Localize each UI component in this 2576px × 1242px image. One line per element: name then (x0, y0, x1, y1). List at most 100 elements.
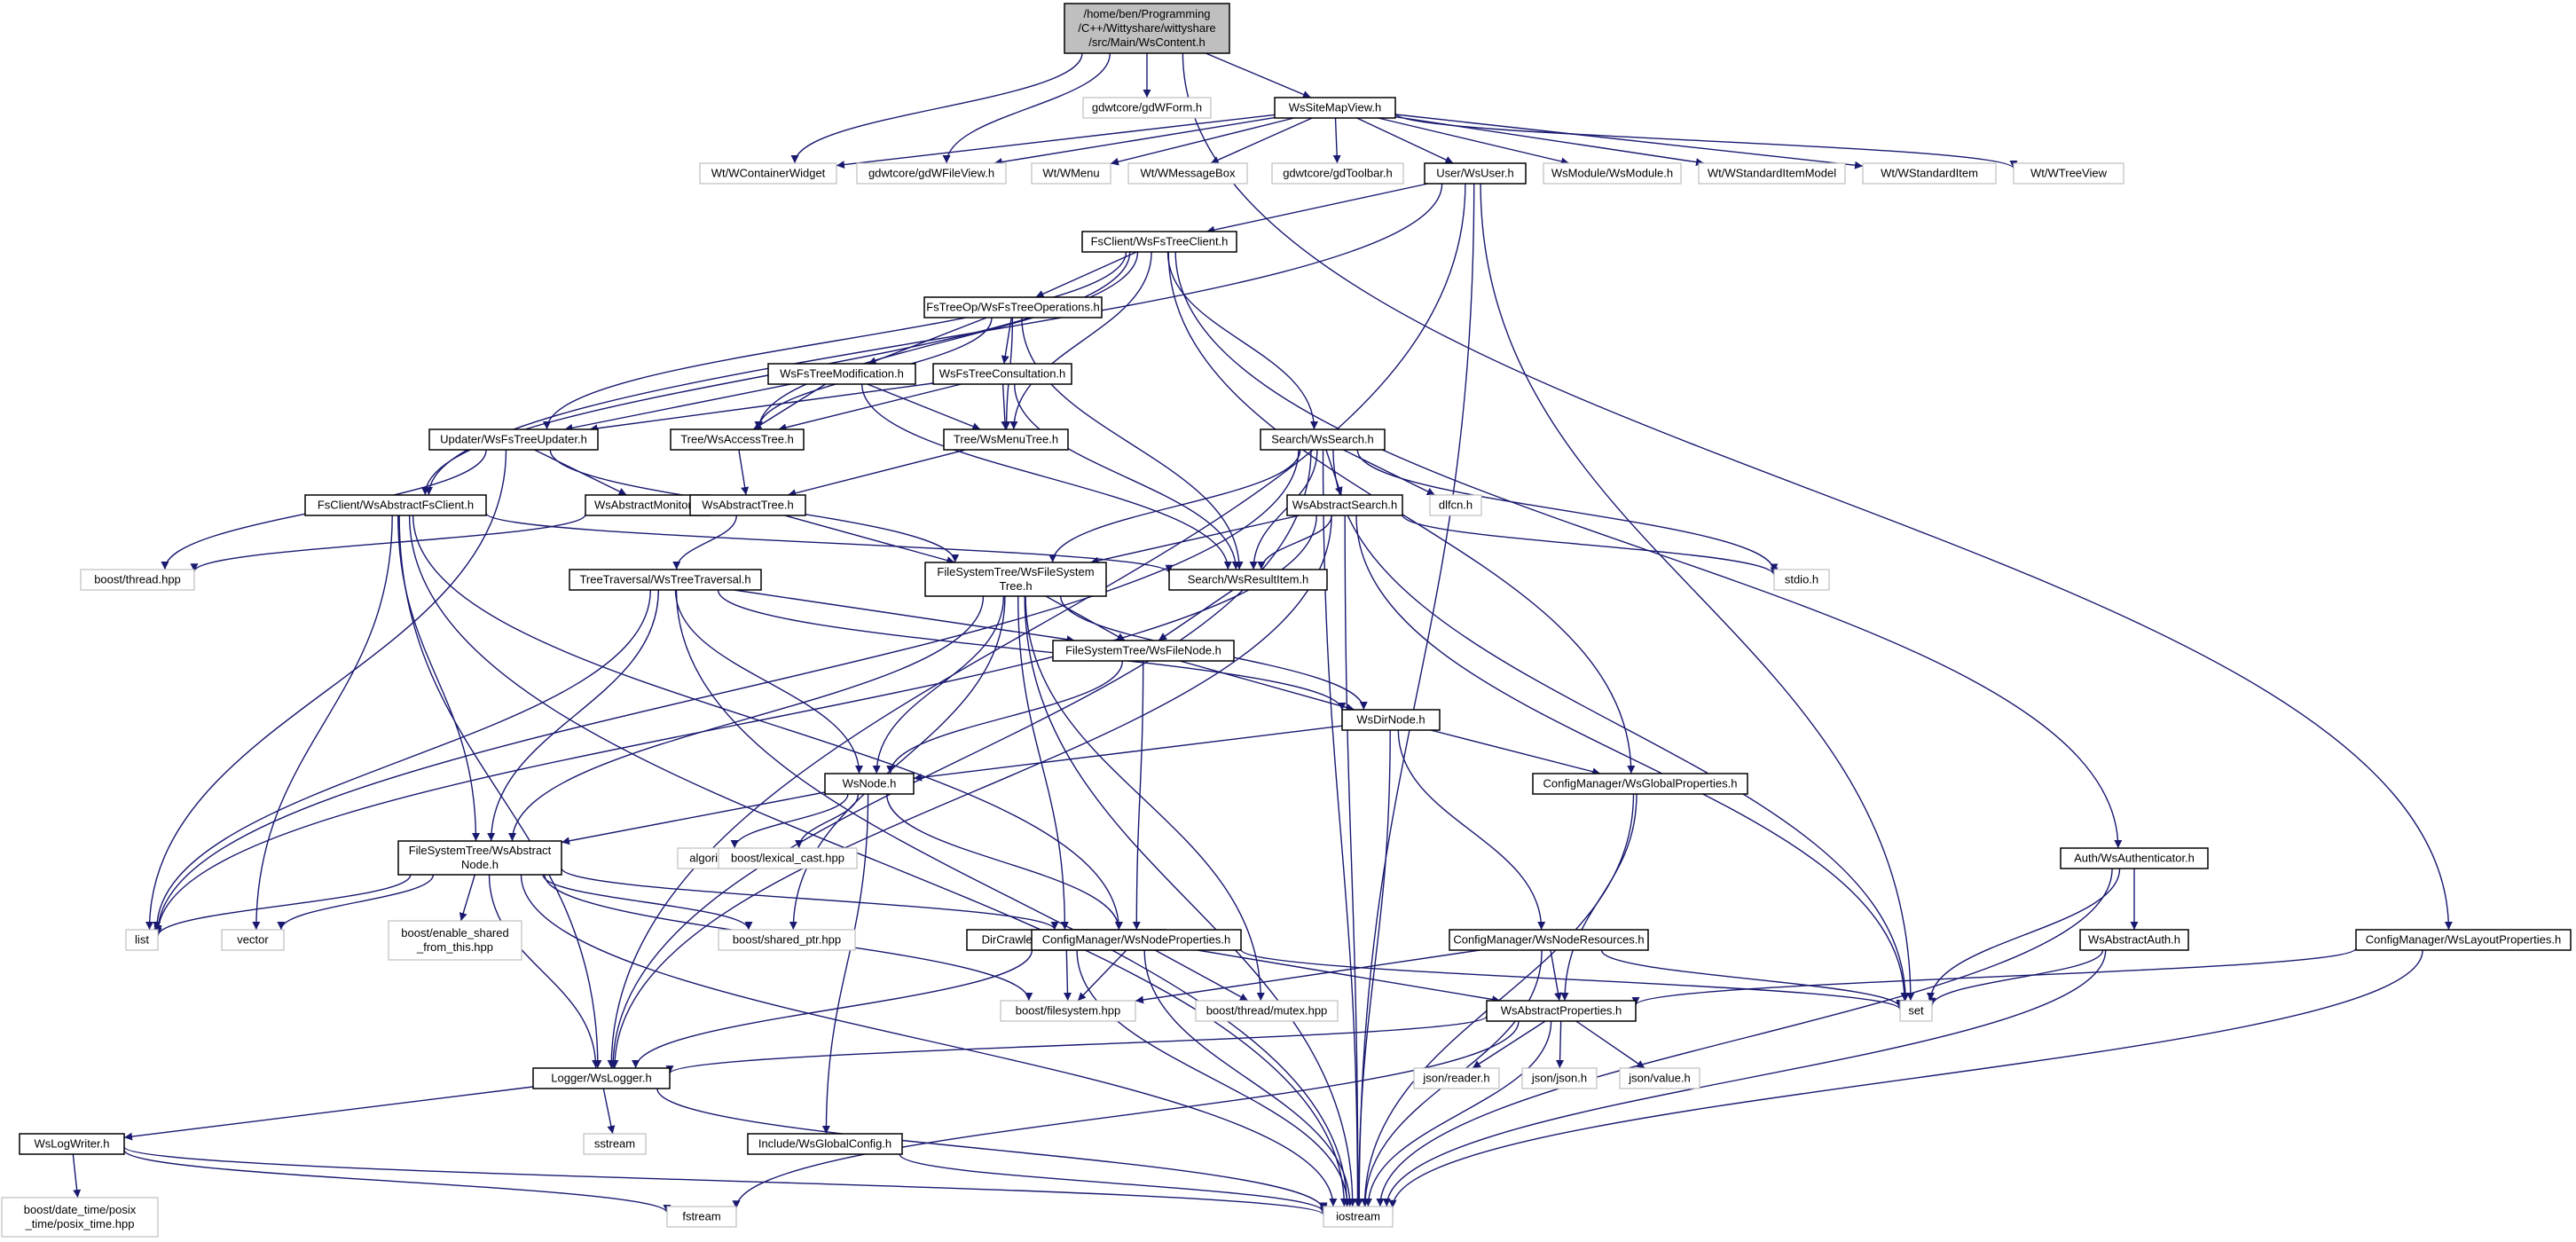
node-abstree[interactable]: WsAbstractTree.h (689, 494, 806, 516)
edge-menutree-to-abstree (788, 449, 966, 498)
node-accesstree[interactable]: Tree/WsAccessTree.h (670, 428, 805, 451)
edge-abssearch-to-fstree (1090, 515, 1300, 565)
node-wsuser[interactable]: User/WsUser.h (1424, 162, 1527, 185)
node-box-wmessagebox (1127, 162, 1248, 185)
node-enableshared[interactable]: boost/enable_shared_from_this.hpp (388, 920, 522, 961)
node-boostthread[interactable]: boost/thread.hpp (80, 569, 195, 591)
edge-fstreecons-to-resultitem (1014, 383, 1240, 570)
edge-nodeprops-to-mutex (1154, 949, 1249, 1002)
edge-filenode-to-dirnode (1179, 660, 1355, 711)
edge-fstreecons-to-menutree (1001, 383, 1009, 430)
node-fstream[interactable]: fstream (666, 1206, 737, 1228)
node-dlfcn[interactable]: dlfcn.h (1429, 494, 1482, 516)
node-absauth[interactable]: WsAbstractAuth.h (2079, 929, 2189, 951)
node-label: WsAbstractSearch.h (1292, 499, 1398, 512)
node-wstditemmodel[interactable]: Wt/WStandardItemModel (1698, 162, 1846, 185)
node-label: dlfcn.h (1439, 499, 1473, 512)
node-menutree[interactable]: Tree/WsMenuTree.h (943, 428, 1069, 451)
node-jsonvalue[interactable]: json/value.h (1619, 1067, 1700, 1089)
node-box-search (1260, 428, 1386, 451)
node-label: gdwtcore/gdToolbar.h (1283, 167, 1393, 180)
node-globalconfig[interactable]: Include/WsGlobalConfig.h (747, 1133, 903, 1155)
node-jsonreader[interactable]: json/reader.h (1413, 1067, 1500, 1089)
node-list[interactable]: list (125, 929, 159, 951)
node-wtreeview[interactable]: Wt/WTreeView (2013, 162, 2124, 185)
node-wstditem[interactable]: Wt/WStandardItem (1862, 162, 1997, 185)
node-wsnode[interactable]: WsNode.h (824, 773, 915, 795)
node-logger[interactable]: Logger/WsLogger.h (532, 1067, 671, 1089)
edge-fstreeclient-to-fstreeops (1035, 251, 1137, 298)
node-fstreecons[interactable]: WsFsTreeConsultation.h (932, 363, 1072, 385)
node-lexcast[interactable]: boost/lexical_cast.hpp (718, 847, 858, 869)
node-box-sharedptr (718, 929, 856, 951)
node-absmonitor[interactable]: WsAbstractMonitor.h (585, 494, 711, 516)
node-nodeprops[interactable]: ConfigManager/WsNodeProperties.h (1031, 929, 1242, 951)
edge-absauth-to-iostream (1382, 949, 2107, 1207)
edge-fstreecons-to-accesstree (778, 383, 962, 432)
node-resultitem[interactable]: Search/WsResultItem.h (1168, 569, 1328, 591)
node-label: Updater/WsFsTreeUpdater.h (440, 433, 587, 446)
node-wsmodule[interactable]: WsModule/WsModule.h (1543, 162, 1682, 185)
node-layoutprops[interactable]: ConfigManager/WsLayoutProperties.h (2355, 929, 2572, 951)
node-sharedptr[interactable]: boost/shared_ptr.hpp (718, 929, 856, 951)
node-box-jsonvalue (1619, 1067, 1700, 1089)
node-label: boost/shared_ptr.hpp (733, 933, 841, 947)
node-search[interactable]: Search/WsSearch.h (1260, 428, 1386, 451)
node-mutex[interactable]: boost/thread/mutex.hpp (1195, 1000, 1339, 1022)
node-root[interactable]: /home/ben/Programming/C++/Wittyshare/wit… (1064, 3, 1230, 54)
node-gdtoolbar[interactable]: gdwtcore/gdToolbar.h (1271, 162, 1404, 185)
edge-fstree-to-wsnode (872, 595, 1005, 774)
edge-absnode-to-enableshared (459, 874, 475, 922)
edge-fstreeclient-to-accesstree (755, 251, 1139, 430)
node-gdwfileview[interactable]: gdwtcore/gdWFileView.h (856, 162, 1007, 185)
node-fstreemod[interactable]: WsFsTreeModification.h (767, 363, 916, 385)
node-logwriter[interactable]: WsLogWriter.h (19, 1133, 125, 1155)
edge-abstree-to-fstree (784, 515, 955, 564)
node-stdio[interactable]: stdio.h (1773, 569, 1830, 591)
node-iostream[interactable]: iostream (1323, 1206, 1394, 1228)
node-box-gdwform (1082, 97, 1212, 119)
node-posixtime[interactable]: boost/date_time/posix_time/posix_time.hp… (1, 1197, 159, 1238)
node-jsonjson[interactable]: json/json.h (1521, 1067, 1598, 1089)
node-dirnode[interactable]: WsDirNode.h (1341, 709, 1441, 731)
node-authenticator[interactable]: Auth/WsAuthenticator.h (2060, 847, 2209, 869)
edge-abssearch-to-set (1355, 515, 1909, 1002)
node-filenode[interactable]: FileSystemTree/WsFileNode.h (1052, 640, 1235, 662)
node-boostfs[interactable]: boost/filesystem.hpp (1000, 1000, 1136, 1022)
edge-absprops-to-logger (665, 1015, 1488, 1074)
node-globalprops[interactable]: ConfigManager/WsGlobalProperties.h (1532, 773, 1748, 795)
node-updater[interactable]: Updater/WsFsTreeUpdater.h (428, 428, 599, 451)
edge-absfsclient-to-resultitem (485, 512, 1174, 574)
node-fstreeclient[interactable]: FsClient/WsFsTreeClient.h (1081, 231, 1237, 253)
node-label: ConfigManager/WsLayoutProperties.h (2366, 933, 2561, 947)
node-label: Include/WsGlobalConfig.h (758, 1137, 891, 1151)
node-sstream[interactable]: sstream (583, 1133, 647, 1155)
node-sitemap[interactable]: WsSiteMapView.h (1274, 97, 1396, 119)
node-vector[interactable]: vector (221, 929, 285, 951)
node-treetrav[interactable]: TreeTraversal/WsTreeTraversal.h (569, 569, 762, 591)
edge-fstreeops-to-fstreecons (1001, 317, 1012, 365)
node-absprops[interactable]: WsAbstractProperties.h (1486, 1000, 1637, 1022)
node-gdwform[interactable]: gdwtcore/gdWForm.h (1082, 97, 1212, 119)
node-wmenu[interactable]: Wt/WMenu (1031, 162, 1111, 185)
node-label: WsDirNode.h (1356, 713, 1425, 727)
edge-abssearch-to-resultitem (1257, 515, 1332, 570)
edge-wsuser-to-iostream (1355, 183, 1475, 1207)
edge-absfsclient-to-nodeprops (412, 515, 1123, 931)
node-abssearch[interactable]: WsAbstractSearch.h (1286, 494, 1403, 516)
node-wcontainer[interactable]: Wt/WContainerWidget (699, 162, 837, 185)
node-wmessagebox[interactable]: Wt/WMessageBox (1127, 162, 1248, 185)
node-noderes[interactable]: ConfigManager/WsNodeResources.h (1449, 929, 1649, 951)
edge-wsnode-to-algorithm (730, 793, 849, 849)
node-fstreeops[interactable]: FsTreeOp/WsFsTreeOperations.h (923, 296, 1103, 318)
edge-search-to-abssearch (1325, 449, 1343, 496)
node-absfsclient[interactable]: FsClient/WsAbstractFsClient.h (304, 494, 487, 516)
edge-dirnode-to-wsnode (913, 725, 1343, 782)
node-label: WsModule/WsModule.h (1551, 167, 1673, 180)
edge-logwriter-to-fstream (123, 1149, 671, 1214)
node-set[interactable]: set (1899, 1000, 1933, 1022)
